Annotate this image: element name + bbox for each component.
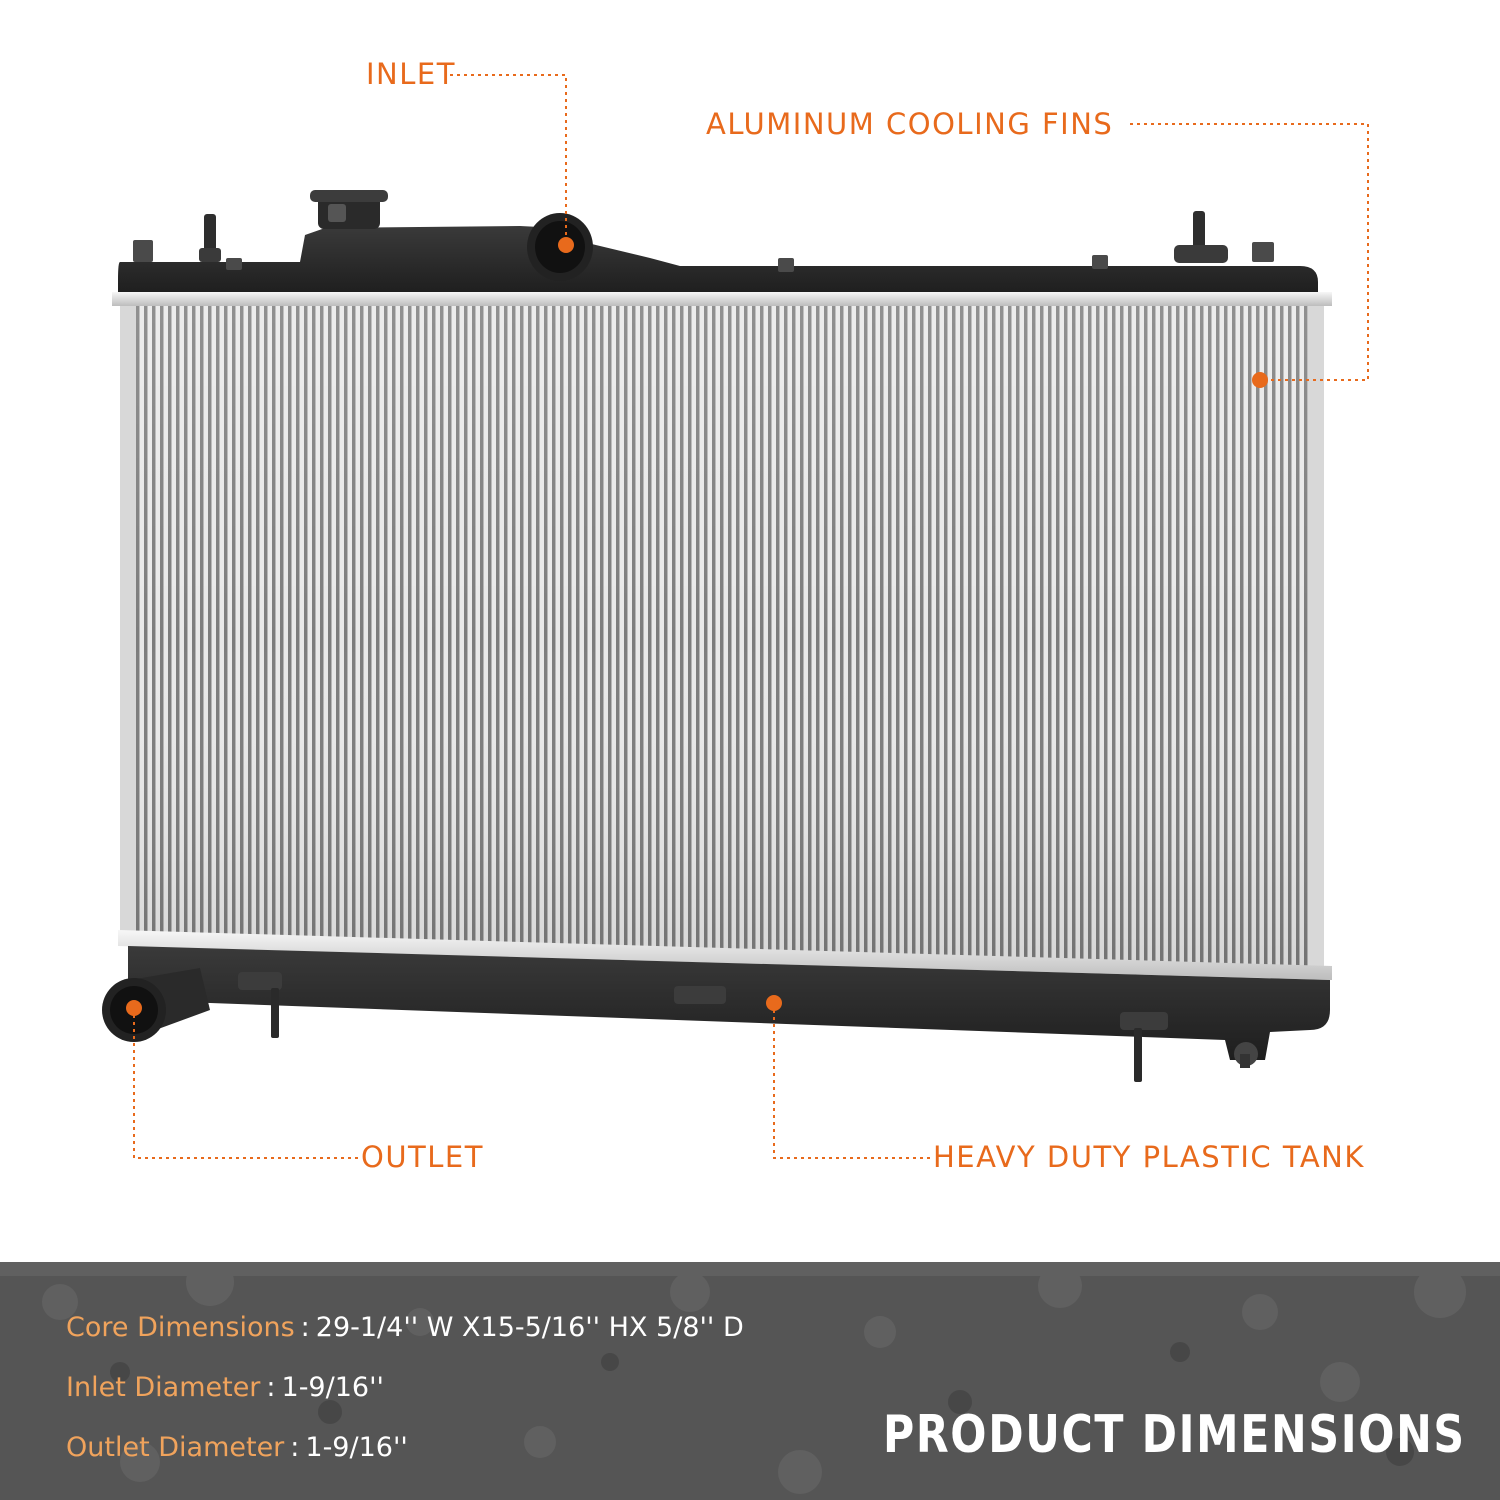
top-rail — [112, 292, 1332, 306]
callout-fins-label: ALUMINUM COOLING FINS — [706, 107, 1114, 141]
bottom-rail — [118, 930, 1332, 980]
cooling-fin-core — [136, 306, 1308, 966]
spec-separator: : — [300, 1312, 310, 1343]
right-side-plate — [1308, 306, 1324, 966]
left-side-plate — [120, 306, 136, 934]
spec-row-inlet: Inlet Diameter:1-9/16'' — [66, 1374, 384, 1401]
callout-dot-icon — [1252, 372, 1268, 388]
spec-value: 1-9/16'' — [281, 1372, 384, 1403]
spec-row-core: Core Dimensions:29-1/4'' W X15-5/16'' HX… — [66, 1314, 744, 1341]
spec-row-outlet: Outlet Diameter:1-9/16'' — [66, 1434, 408, 1461]
spec-label: Inlet Diameter — [66, 1372, 261, 1403]
radiator-illustration — [102, 74, 1369, 1159]
lower-tank — [128, 946, 1330, 1082]
dimensions-panel: Core Dimensions:29-1/4'' W X15-5/16'' HX… — [0, 1262, 1500, 1500]
callout-dot-icon — [766, 995, 782, 1011]
spec-value: 1-9/16'' — [305, 1432, 408, 1463]
spec-value: 29-1/4'' W X15-5/16'' HX 5/8'' D — [315, 1312, 744, 1343]
callout-inlet-label: INLET — [366, 57, 456, 91]
callout-lines — [133, 74, 1369, 1159]
callout-dot-icon — [126, 1000, 142, 1016]
panel-title: PRODUCT DIMENSIONS — [883, 1405, 1466, 1465]
outlet-pipe — [102, 968, 210, 1042]
spec-separator: : — [290, 1432, 300, 1463]
callout-dot-icon — [558, 237, 574, 253]
spec-label: Outlet Diameter — [66, 1432, 285, 1463]
grunge-texture — [0, 1262, 1500, 1500]
spec-separator: : — [266, 1372, 276, 1403]
spec-label: Core Dimensions — [66, 1312, 295, 1343]
callout-outlet-label: OUTLET — [361, 1140, 484, 1174]
upper-tank — [118, 190, 1318, 295]
callout-tank-label: HEAVY DUTY PLASTIC TANK — [933, 1140, 1365, 1174]
